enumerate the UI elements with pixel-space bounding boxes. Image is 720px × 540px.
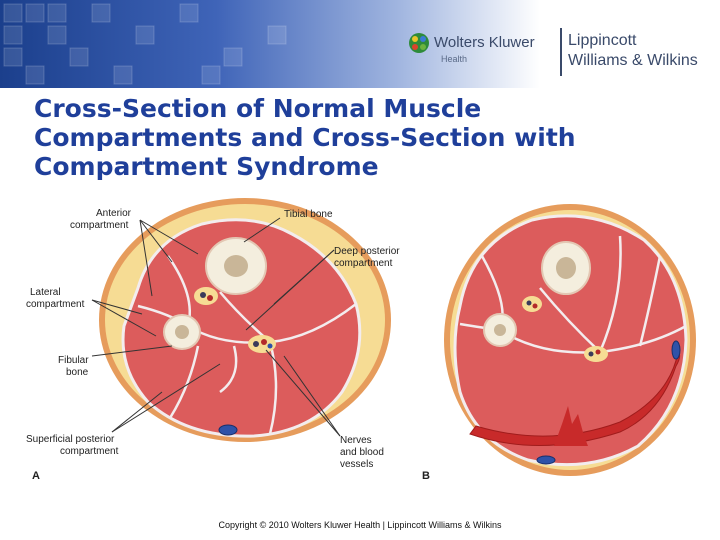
brand-name: Wolters Kluwer xyxy=(434,34,535,51)
publisher-name-line1: Lippincott xyxy=(568,32,637,49)
panel-b-vein-bottom xyxy=(536,455,556,465)
brand-divider xyxy=(560,28,562,76)
panel-b-cross-section xyxy=(444,204,696,476)
panel-b-tibial-marrow xyxy=(556,257,576,279)
panel-b-neurovascular-bundle xyxy=(522,296,608,362)
panel-a-cross-section xyxy=(99,198,391,442)
panel-b-vein-side xyxy=(671,340,681,360)
label-superficial-posterior: Superficial posterior compartment xyxy=(26,434,119,457)
slide-title-line3: Compartment Syndrome xyxy=(34,152,379,181)
slide-title-line2: Compartments and Cross-Section with xyxy=(34,123,576,152)
slide-title-line1: Cross-Section of Normal Muscle xyxy=(34,94,482,123)
panel-b-label: B xyxy=(422,470,430,482)
panel-b-swollen-muscle xyxy=(453,214,688,467)
label-tibial-bone: Tibial bone xyxy=(284,209,333,220)
panel-a-tibial-marrow xyxy=(224,255,248,277)
panel-a-vein xyxy=(218,424,238,436)
header-banner: Wolters Kluwer Health Lippincott William… xyxy=(0,0,720,88)
label-lateral-compartment: Lateral compartment xyxy=(26,287,85,310)
panel-a-muscle-mass xyxy=(121,218,362,438)
tile-pattern xyxy=(3,3,287,85)
panel-b-fascia-tear xyxy=(554,406,588,446)
panel-b-fibular-marrow xyxy=(494,324,506,336)
publisher-name-line2: Williams & Wilkins xyxy=(568,52,698,69)
label-nerves-blood-vessels: Nerves and blood vessels xyxy=(340,435,384,470)
copyright-footer: Copyright © 2010 Wolters Kluwer Health |… xyxy=(218,520,502,530)
label-deep-posterior: Deep posterior compartment xyxy=(334,246,400,269)
panel-a-fibular-marrow xyxy=(175,325,189,339)
label-fibular-bone: Fibular bone xyxy=(58,355,89,378)
brand-subtitle: Health xyxy=(441,54,468,64)
cross-section-diagram xyxy=(91,198,696,476)
panel-a-leader-lines xyxy=(91,217,341,437)
panel-a-neurovascular-bundle xyxy=(194,287,276,353)
slide-title: Cross-Section of Normal Muscle Compartme… xyxy=(34,94,674,181)
panel-a-label: A xyxy=(32,470,40,482)
label-anterior-compartment: Anterior compartment xyxy=(70,208,132,231)
globe-icon xyxy=(409,33,429,53)
